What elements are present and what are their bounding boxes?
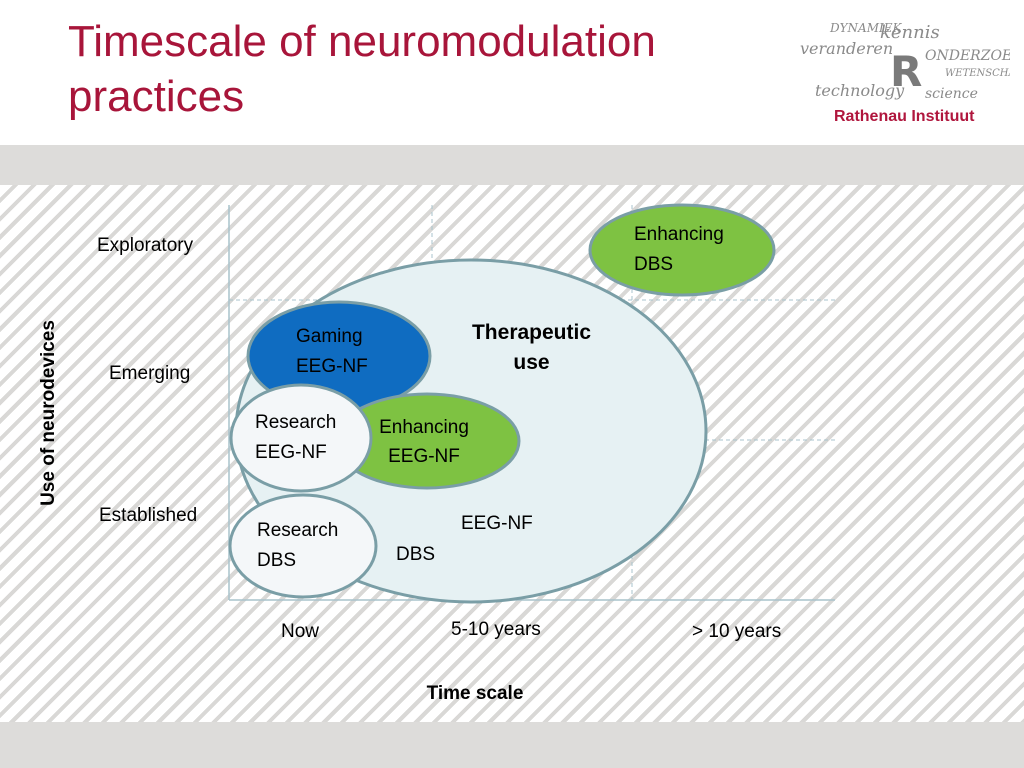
- logo-name: Rathenau Instituut: [834, 108, 975, 125]
- logo-word: ONDERZOEK: [925, 48, 1010, 64]
- top-band: [0, 145, 1024, 185]
- logo-word: veranderen: [800, 39, 893, 58]
- x-level-10-plus-years: > 10 years: [692, 621, 782, 642]
- page-title: Timescale of neuromodulation practices: [68, 17, 656, 121]
- gaming-eegnf-label: Gaming EEG-NF: [296, 322, 368, 382]
- therapeutic-item-dbs: DBS: [396, 544, 436, 565]
- bottom-band: [0, 722, 1024, 768]
- research-dbs-line2: DBS: [257, 550, 297, 571]
- enhancing-dbs-line1: Enhancing: [634, 224, 724, 245]
- research-eegnf-line1: Research: [255, 412, 337, 433]
- research-dbs-region: [228, 493, 378, 599]
- enhancing-eegnf-line1: Enhancing: [379, 417, 469, 438]
- logo-word: DYNAMIEK: [829, 21, 902, 35]
- enhancing-dbs-line2: DBS: [634, 254, 674, 275]
- logo-word: technology: [815, 81, 905, 100]
- therapeutic-use-label: Therapeutic use: [459, 318, 604, 378]
- enhancing-dbs-label: Enhancing DBS: [634, 220, 724, 280]
- y-level-established: Established: [99, 505, 198, 526]
- therapeutic-item-eegnf: EEG-NF: [461, 513, 533, 534]
- enhancing-eegnf-label: Enhancing EEG-NF: [369, 413, 479, 471]
- enhancing-dbs-region: [588, 203, 776, 297]
- research-eegnf-region: [229, 383, 373, 493]
- y-axis-title: Use of neurodevices: [38, 320, 59, 506]
- research-dbs-label: Research DBS: [257, 516, 338, 576]
- therapeutic-label-line2: use: [513, 351, 550, 374]
- logo-word: science: [925, 86, 978, 102]
- x-level-now: Now: [281, 621, 320, 642]
- gaming-label-line2: EEG-NF: [296, 356, 368, 377]
- logo-letter: R: [890, 47, 922, 96]
- x-level-5-10-years: 5-10 years: [451, 619, 541, 640]
- logo-word: kennis: [880, 22, 940, 43]
- research-eegnf-line2: EEG-NF: [255, 442, 327, 463]
- therapeutic-label-line1: Therapeutic: [471, 321, 592, 344]
- gaming-label-line1: Gaming: [296, 326, 363, 347]
- logo-word: WETENSCHAP: [945, 68, 1010, 79]
- enhancing-eegnf-line2: EEG-NF: [388, 446, 460, 467]
- research-dbs-line1: Research: [257, 520, 339, 541]
- x-axis-title: Time scale: [426, 683, 524, 704]
- y-level-emerging: Emerging: [109, 363, 191, 384]
- rathenau-logo: DYNAMIEK kennis veranderen ONDERZOEK tec…: [800, 21, 1010, 102]
- y-level-exploratory: Exploratory: [97, 235, 194, 256]
- research-eegnf-label: Research EEG-NF: [255, 408, 336, 468]
